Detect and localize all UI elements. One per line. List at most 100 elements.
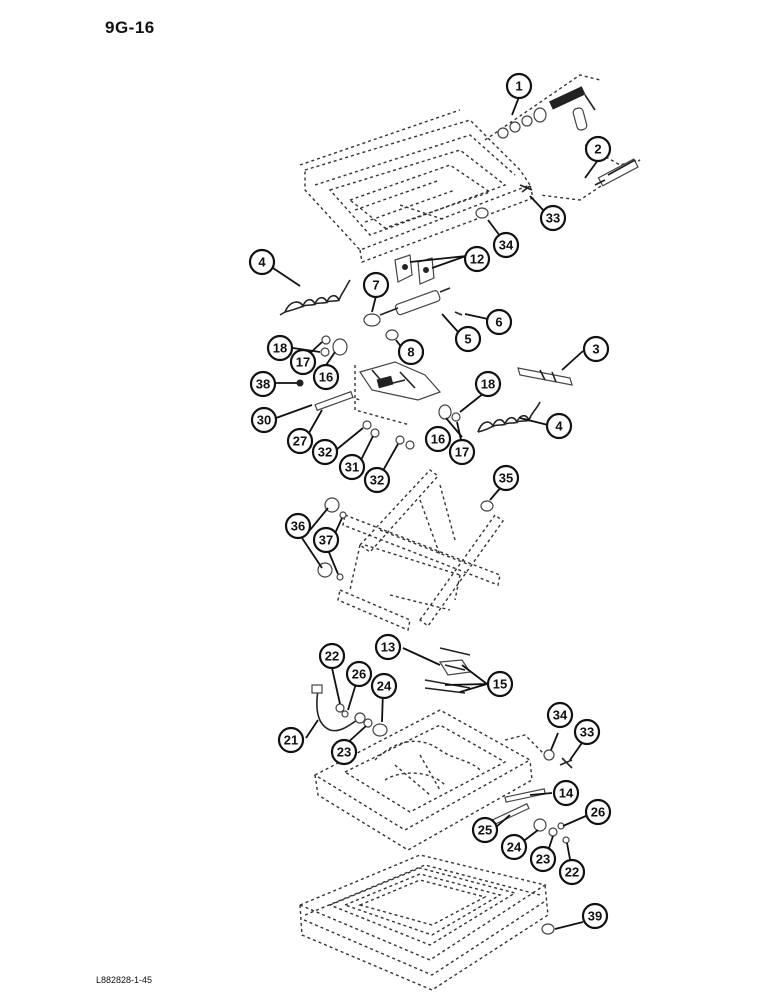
svg-text:24: 24	[507, 840, 522, 855]
part-22-nut-lower	[562, 836, 570, 844]
callout-7: 7	[362, 271, 390, 299]
part-39-fastener	[541, 923, 555, 935]
svg-text:8: 8	[407, 345, 414, 360]
part-2-lever	[539, 144, 641, 201]
callout-16-right: 16	[424, 425, 452, 453]
seat-base-frame	[313, 709, 533, 851]
callout-30: 30	[250, 406, 278, 434]
svg-text:31: 31	[345, 460, 359, 475]
callout-27: 27	[286, 427, 314, 455]
dashed-link-right	[504, 734, 546, 756]
callout-38: 38	[249, 370, 277, 398]
callout-32-a: 32	[311, 438, 339, 466]
part-22-nut-upper	[335, 703, 345, 713]
callout-26-lower: 26	[584, 798, 612, 826]
central-height-mechanism	[344, 361, 442, 426]
part-33-bolt-lower	[559, 757, 573, 769]
part-4-spring-left	[279, 279, 351, 316]
svg-text:16: 16	[319, 370, 333, 385]
callout-4-left: 4	[248, 248, 276, 276]
part-34-bushing-lower	[543, 749, 555, 761]
part-37-clip-bottom	[336, 573, 344, 581]
callout-8: 8	[397, 338, 425, 366]
svg-text:15: 15	[493, 677, 507, 692]
svg-text:3: 3	[592, 342, 599, 357]
part-26-pin-upper	[341, 710, 349, 718]
callout-14: 14	[552, 779, 580, 807]
svg-text:12: 12	[470, 252, 484, 267]
callout-5: 5	[454, 325, 482, 353]
part-25-rod	[489, 803, 530, 827]
part-32-washer-c	[405, 440, 415, 450]
svg-text:26: 26	[591, 805, 605, 820]
scissor-frame	[337, 469, 504, 631]
svg-text:35: 35	[499, 471, 513, 486]
callout-23-upper: 23	[330, 738, 358, 766]
part-32-washer-a	[362, 420, 372, 430]
callout-12: 12	[463, 245, 491, 273]
callout-15: 15	[486, 670, 514, 698]
svg-text:33: 33	[546, 211, 560, 226]
part-18-clip-left	[320, 347, 330, 357]
callout-1: 1	[505, 72, 533, 100]
callout-6: 6	[485, 308, 513, 336]
part-15-springs	[424, 647, 471, 694]
part-4-spring-right	[477, 401, 541, 433]
callout-22-lower: 22	[558, 858, 586, 886]
callout-31: 31	[338, 453, 366, 481]
svg-text:16: 16	[431, 432, 445, 447]
part-14-bracket	[504, 788, 546, 803]
part-8-washer	[385, 329, 399, 341]
part-23-washer-upper	[363, 718, 373, 728]
svg-text:7: 7	[372, 278, 379, 293]
svg-text:18: 18	[273, 341, 287, 356]
seat-pan-top	[299, 109, 534, 263]
svg-text:17: 17	[296, 355, 310, 370]
svg-text:25: 25	[478, 823, 492, 838]
svg-text:17: 17	[455, 445, 469, 460]
callout-4-right: 4	[545, 412, 573, 440]
callout-16-left: 16	[312, 363, 340, 391]
svg-text:14: 14	[559, 786, 574, 801]
callout-39: 39	[581, 902, 609, 930]
part-6-pin	[454, 311, 463, 316]
callout-26-upper: 26	[345, 660, 373, 688]
svg-text:13: 13	[381, 640, 395, 655]
part-17-washer-right	[451, 412, 461, 422]
page-title: 9G-16	[105, 18, 155, 37]
part-35-bushing	[480, 500, 494, 512]
svg-text:18: 18	[481, 377, 495, 392]
callout-25: 25	[471, 816, 499, 844]
svg-text:34: 34	[553, 708, 568, 723]
part-27-shaft	[314, 390, 354, 412]
svg-text:39: 39	[588, 909, 602, 924]
part-38-nut	[296, 379, 304, 387]
svg-text:22: 22	[325, 649, 339, 664]
part-1-handle-assembly	[484, 74, 601, 141]
svg-text:36: 36	[291, 519, 305, 534]
part-12-brackets	[394, 254, 435, 285]
callout-24-lower: 24	[500, 833, 528, 861]
part-21-cable	[311, 684, 366, 732]
svg-text:27: 27	[293, 434, 307, 449]
svg-text:32: 32	[370, 473, 384, 488]
svg-text:33: 33	[580, 725, 594, 740]
seat-cushion	[298, 854, 549, 991]
callout-32-b: 32	[363, 466, 391, 494]
callout-35: 35	[492, 464, 520, 492]
svg-text:23: 23	[536, 852, 550, 867]
callout-17-left: 17	[289, 348, 317, 376]
part-37-clip-top	[339, 511, 347, 519]
callout-17-right: 17	[448, 438, 476, 466]
part-31-washer	[370, 428, 380, 438]
part-3-rod	[517, 367, 573, 386]
svg-text:23: 23	[337, 745, 351, 760]
svg-text:1: 1	[515, 79, 522, 94]
callout-34-top: 34	[492, 231, 520, 259]
callout-37: 37	[312, 526, 340, 554]
callout-3: 3	[582, 335, 610, 363]
callout-24-upper: 24	[370, 672, 398, 700]
svg-text:22: 22	[565, 865, 579, 880]
part-32-washer-b	[395, 435, 405, 445]
